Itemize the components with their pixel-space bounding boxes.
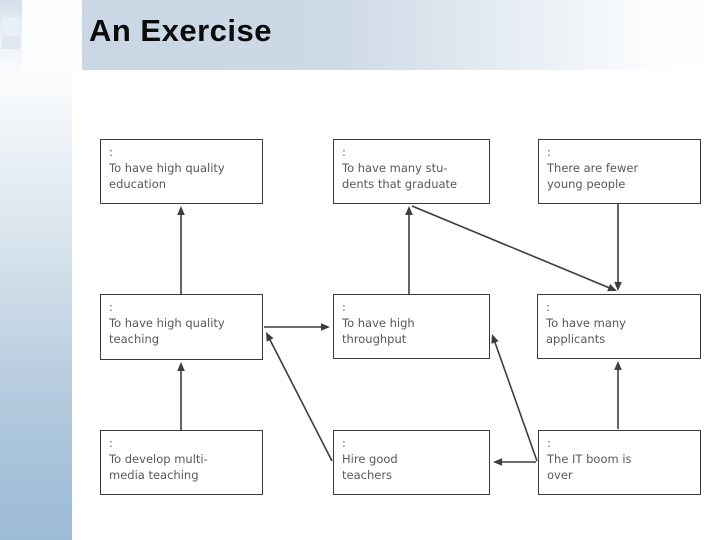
arrow-hire-good-teachers-to-high-quality-teaching bbox=[266, 332, 333, 462]
title-band bbox=[72, 0, 720, 70]
node-high-throughput: : To have high throughput bbox=[333, 294, 490, 359]
arrow-high-quality-teaching-to-high-throughput bbox=[264, 323, 330, 331]
node-high-quality-education: : To have high quality education bbox=[100, 139, 263, 204]
node-develop-multimedia-teaching: : To develop multi- media teaching bbox=[100, 430, 263, 495]
corner-decoration-white-block bbox=[22, 0, 82, 70]
arrow-develop-multimedia-teaching-to-high-quality-teaching bbox=[177, 362, 185, 430]
node-fewer-young-people: : There are fewer young people bbox=[538, 139, 701, 204]
node-many-applicants: : To have many applicants bbox=[537, 294, 701, 359]
arrow-many-students-graduate-to-many-applicants bbox=[411, 205, 617, 292]
arrow-it-boom-over-to-hire-good-teachers bbox=[493, 458, 536, 466]
arrow-it-boom-over-to-high-throughput bbox=[491, 334, 538, 462]
corner-decoration-square bbox=[2, 36, 20, 49]
node-it-boom-over: : The IT boom is over bbox=[538, 430, 701, 495]
arrow-high-quality-teaching-to-high-quality-education bbox=[177, 206, 185, 294]
arrow-fewer-young-people-to-many-applicants bbox=[614, 204, 622, 291]
node-high-quality-teaching: : To have high quality teaching bbox=[100, 294, 263, 360]
corner-decoration-square bbox=[2, 17, 20, 31]
slide-title: An Exercise bbox=[89, 13, 272, 48]
arrow-high-throughput-to-many-students-graduate bbox=[405, 206, 413, 294]
arrow-it-boom-over-to-many-applicants bbox=[614, 361, 622, 429]
node-hire-good-teachers: : Hire good teachers bbox=[333, 430, 490, 495]
sidebar-gradient-band bbox=[0, 0, 72, 540]
node-many-students-graduate: : To have many stu- dents that graduate bbox=[333, 139, 490, 204]
